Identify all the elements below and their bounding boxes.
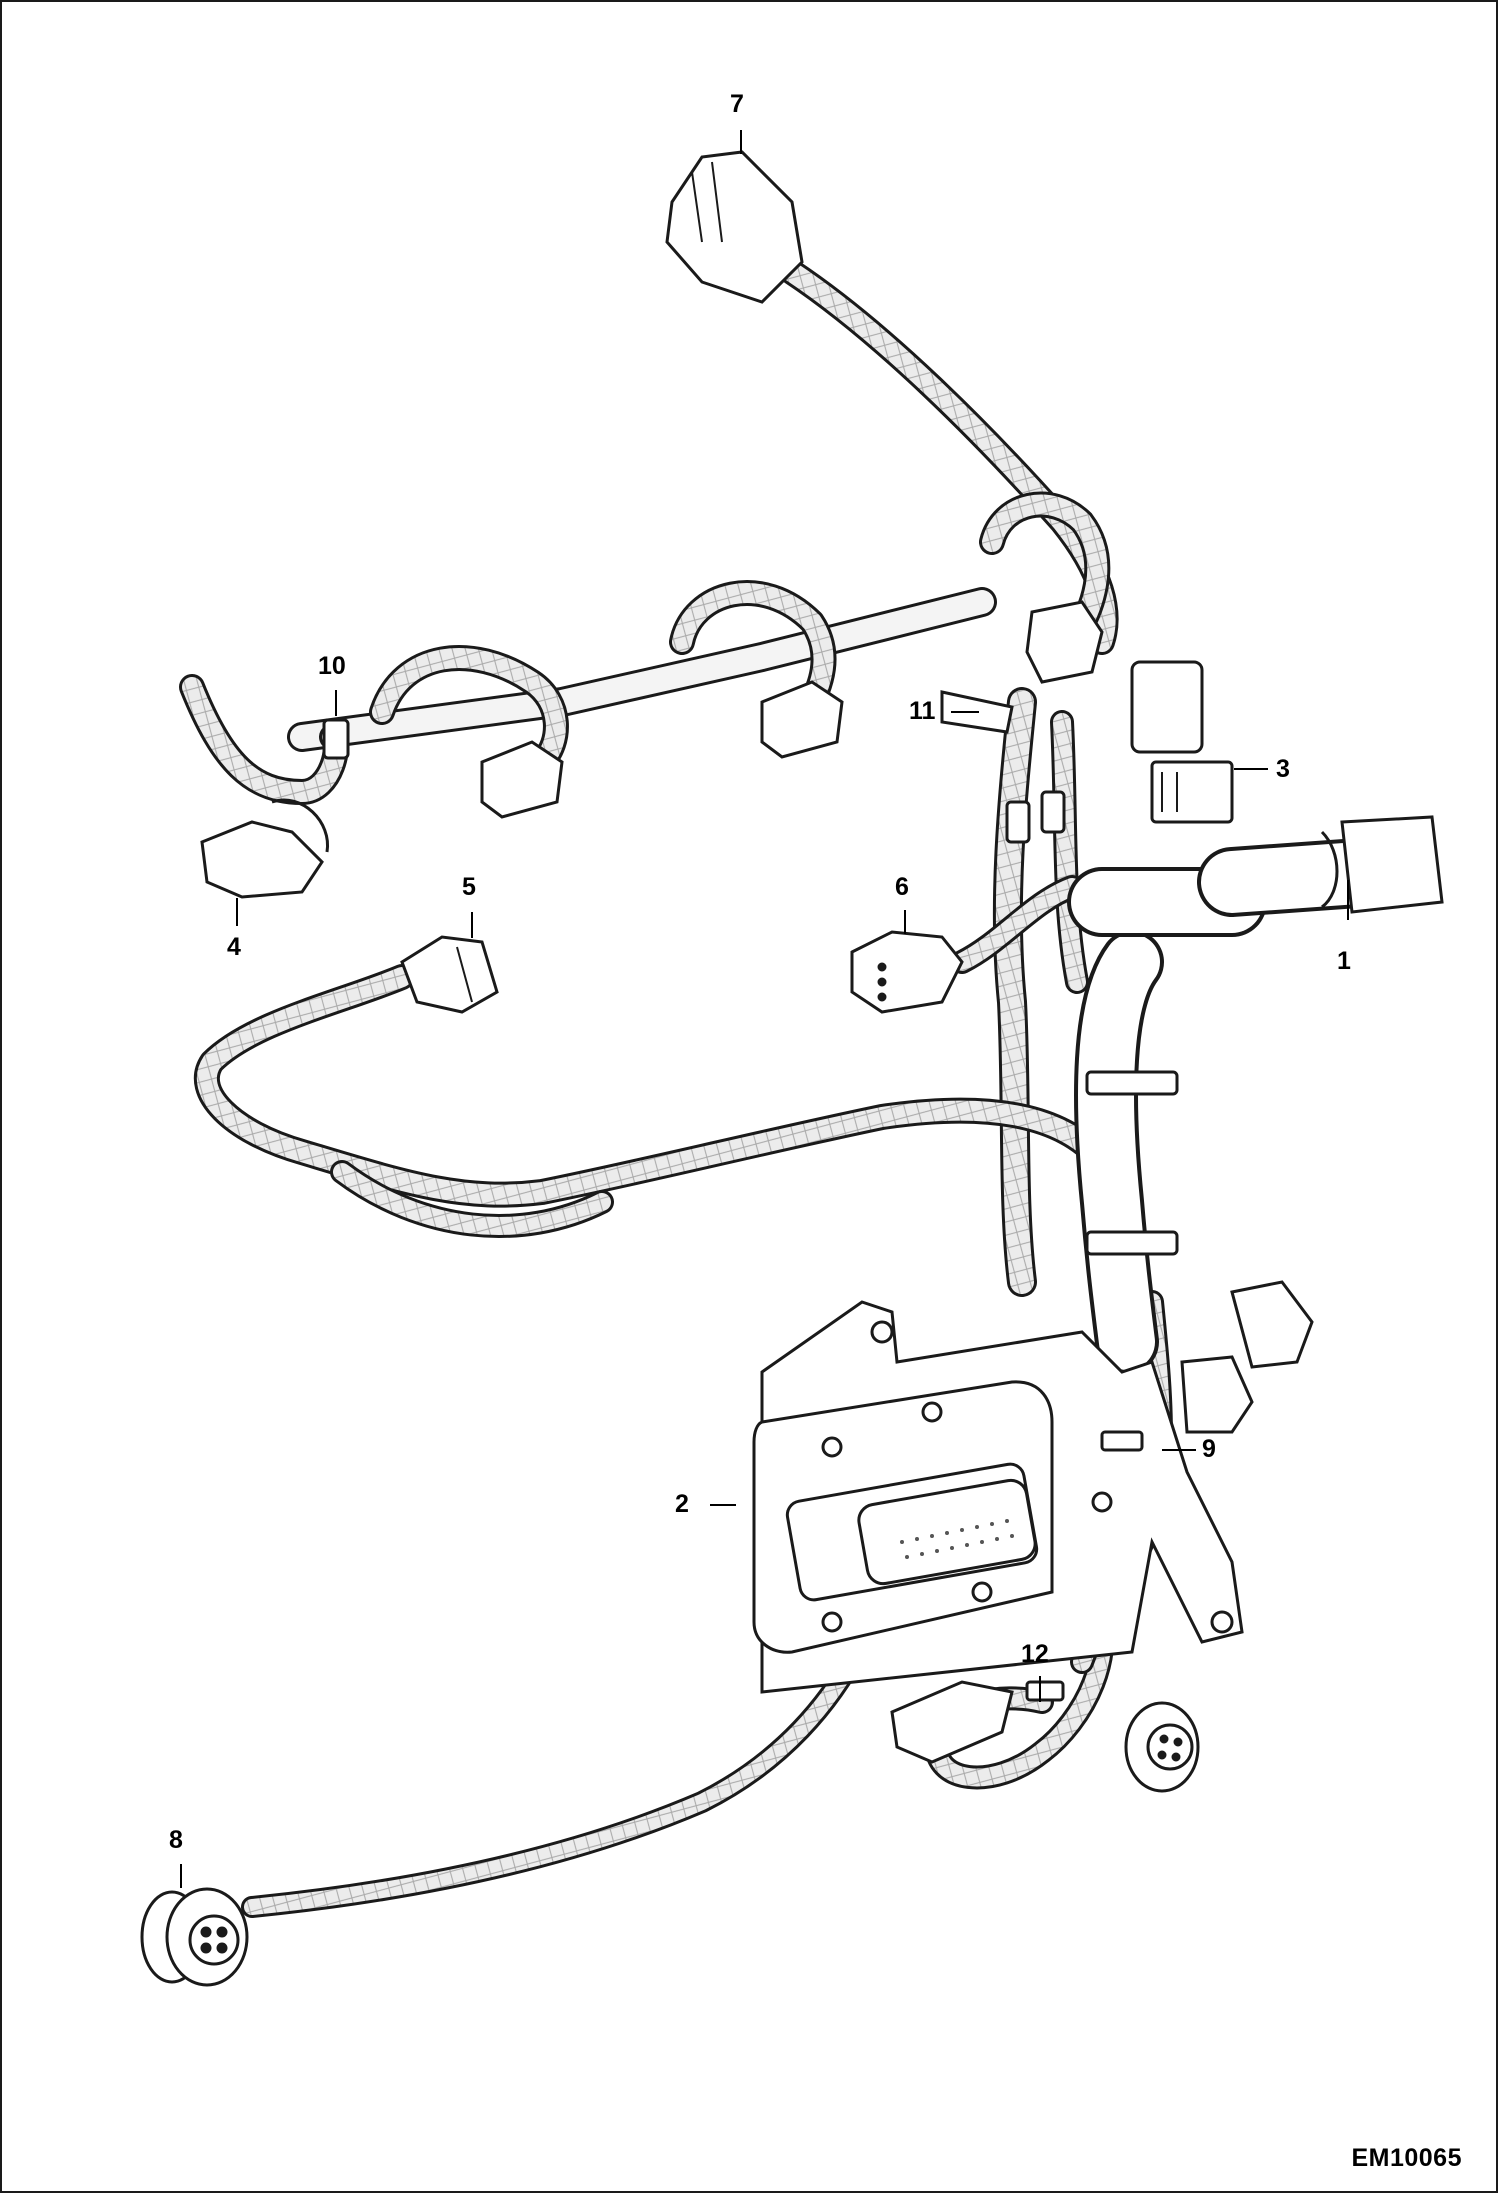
injector-plug-4 xyxy=(1025,600,1104,684)
connector-6 xyxy=(850,930,964,1014)
harness-branch-8 xyxy=(241,1631,873,1918)
callout-leader-line xyxy=(236,898,238,926)
callout-leader-line xyxy=(1039,1676,1041,1702)
callout-12: 12 xyxy=(1021,1640,1049,1668)
callout-4: 4 xyxy=(227,933,241,961)
harness-branch-7 xyxy=(779,259,1119,655)
injector-rail-trunk xyxy=(287,587,997,752)
plug-near-12 xyxy=(890,1680,1014,1764)
callout-leader-line xyxy=(1234,768,1268,770)
callout-leader-line xyxy=(740,130,742,154)
callout-leader-line xyxy=(904,910,906,934)
callout-11: 11 xyxy=(909,697,936,725)
connector-3 xyxy=(1130,660,1234,824)
callout-leader-line xyxy=(335,690,337,716)
figure-id: EM10065 xyxy=(1351,2144,1462,2172)
callout-5: 5 xyxy=(462,873,476,901)
bracket-side-plugs xyxy=(1180,1280,1314,1434)
callout-leader-line xyxy=(1347,880,1349,920)
round-connector-12 xyxy=(1124,1701,1200,1793)
ecu-pin-array xyxy=(900,1519,1014,1559)
harness-branch-6 xyxy=(950,875,1084,974)
callout-leader-line xyxy=(710,1504,736,1506)
callout-8: 8 xyxy=(169,1826,183,1854)
connector-5 xyxy=(400,935,499,1014)
corrugated-elbow-sleeve xyxy=(1067,837,1407,1374)
callout-1: 1 xyxy=(1337,947,1351,975)
callout-10: 10 xyxy=(318,652,346,680)
callout-leader-line xyxy=(1162,1449,1196,1451)
injector-plug-2 xyxy=(480,740,564,819)
connector-8 xyxy=(140,1887,249,1987)
injector-plug-3 xyxy=(760,680,844,759)
connector-7 xyxy=(665,150,804,304)
callout-9: 9 xyxy=(1202,1435,1216,1463)
callout-leader-line xyxy=(471,912,473,938)
callout-3: 3 xyxy=(1276,755,1290,783)
connector-4 xyxy=(200,798,330,899)
callout-7: 7 xyxy=(730,90,744,118)
callout-6: 6 xyxy=(895,873,909,901)
callout-2: 2 xyxy=(675,1490,689,1518)
main-vertical-bundle xyxy=(992,687,1089,1297)
harness-branch-5 xyxy=(193,964,1115,1238)
callout-leader-line xyxy=(180,1864,182,1888)
callout-leader-line xyxy=(951,711,979,713)
